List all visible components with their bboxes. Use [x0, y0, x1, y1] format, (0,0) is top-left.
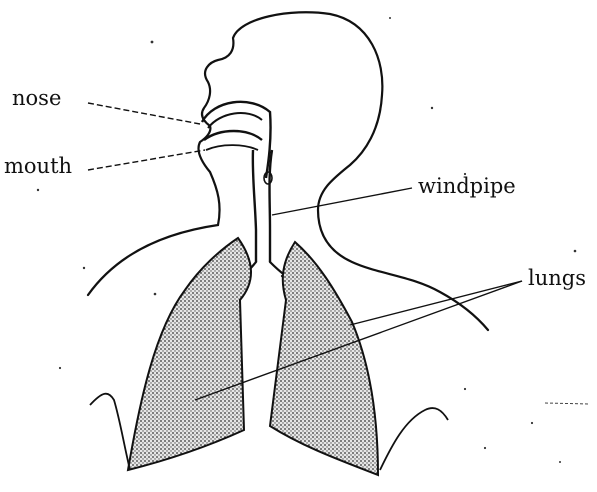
lungs-pointer-right — [350, 281, 522, 325]
windpipe-pointer — [272, 188, 412, 215]
right-rib-edge — [380, 408, 448, 470]
tongue — [206, 145, 258, 150]
scan-dash — [545, 403, 590, 404]
nose-pointer — [88, 103, 200, 124]
left-lung — [128, 238, 251, 470]
mouth-cavity — [204, 131, 262, 140]
label-lungs: lungs — [528, 268, 586, 289]
mouth-pointer — [88, 150, 205, 170]
left-rib-edge — [90, 394, 130, 470]
label-windpipe: windpipe — [418, 176, 516, 197]
label-mouth: mouth — [4, 156, 72, 177]
nasal-passage-inner — [208, 113, 262, 128]
label-nose: nose — [12, 88, 61, 109]
windpipe-tube — [253, 150, 272, 262]
right-lung — [270, 242, 378, 475]
